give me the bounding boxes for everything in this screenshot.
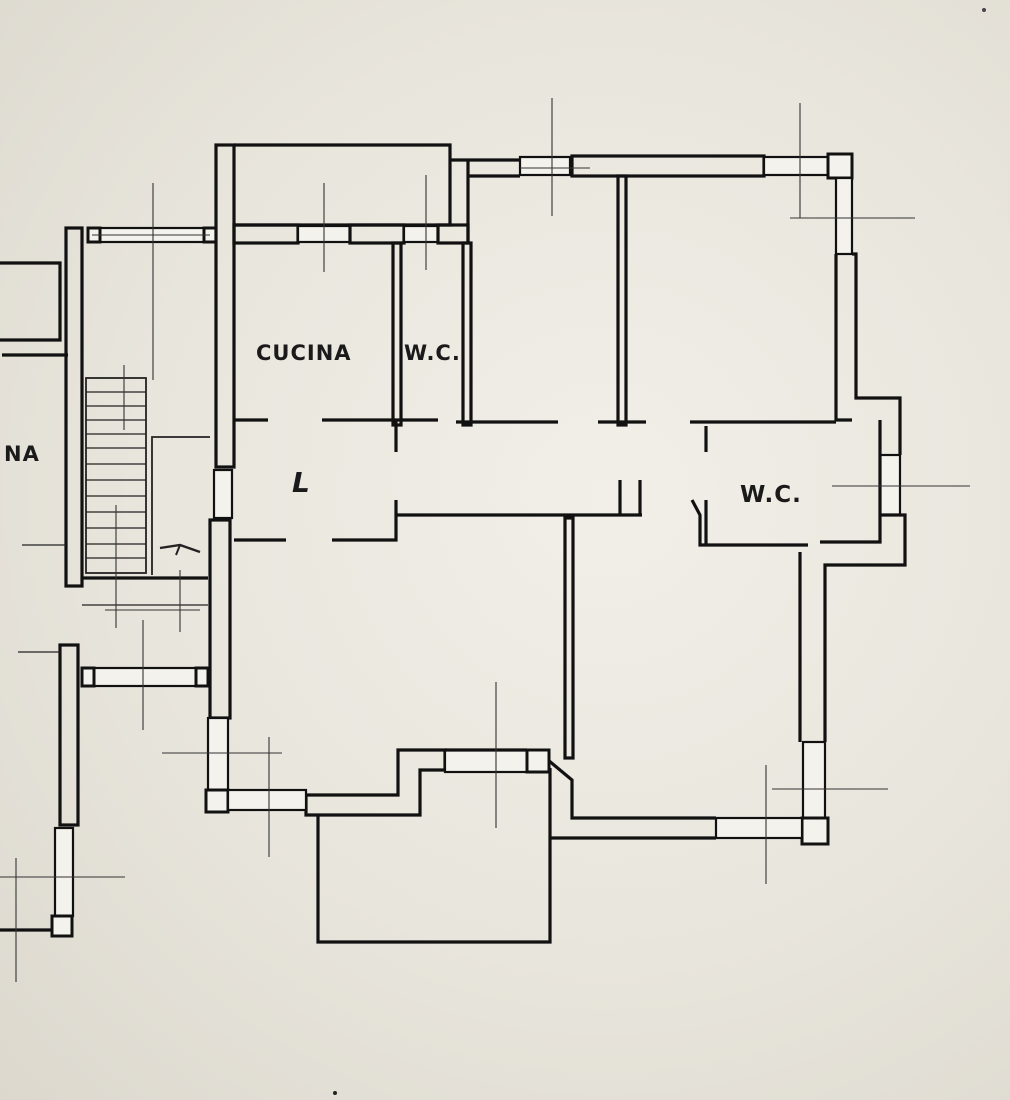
dot-mark <box>982 8 986 12</box>
left-unit-walls <box>0 226 84 938</box>
kitchen-label: CUCINA <box>256 341 352 365</box>
living-label: L <box>292 466 311 499</box>
dot-mark <box>333 1091 337 1095</box>
left-unit-label: NA <box>4 442 40 466</box>
wc-label-top: W.C. <box>404 341 461 365</box>
construction-marks <box>0 98 970 982</box>
wc-label-right: W.C. <box>740 482 802 508</box>
staircase <box>85 377 210 575</box>
landing-walls <box>80 226 218 688</box>
main-outer-walls <box>204 143 907 944</box>
